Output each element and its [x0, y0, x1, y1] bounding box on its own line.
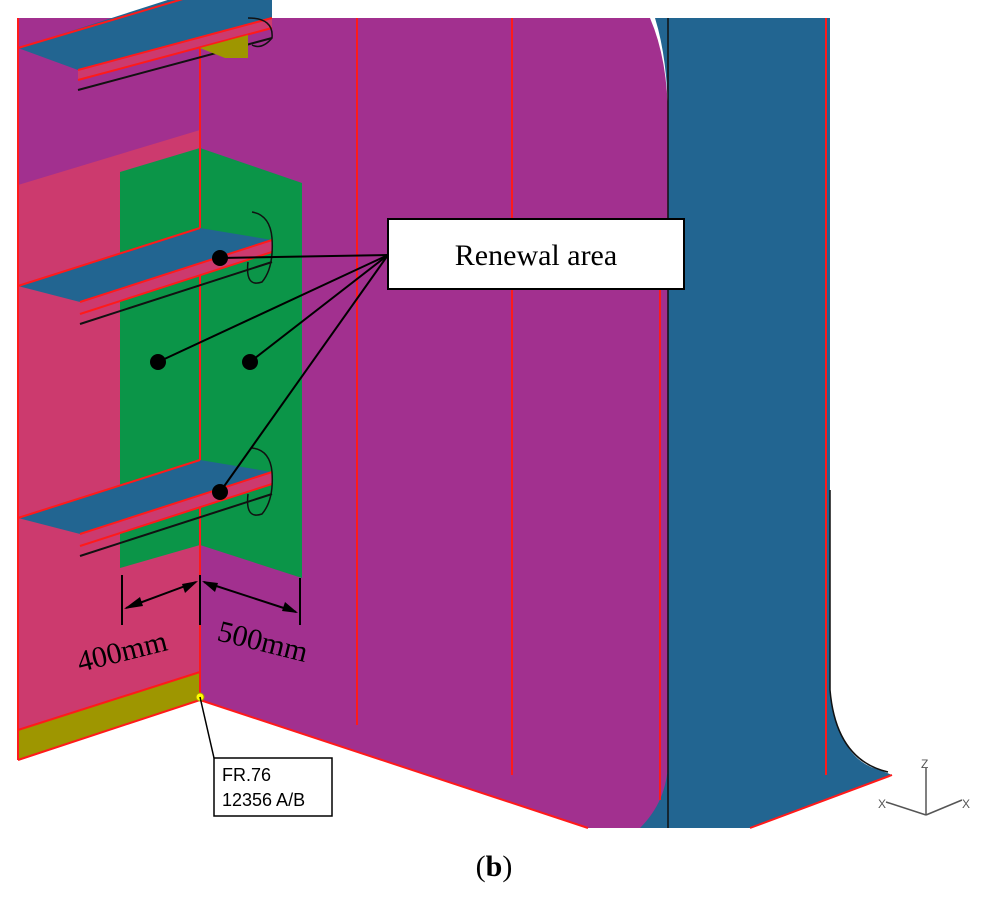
renewal-point-2 [150, 354, 166, 370]
frame-tag-box [213, 757, 333, 817]
scallop-cutout-lower [246, 447, 274, 516]
frame-tag-line1: FR.76 [222, 765, 271, 785]
blue-girder [640, 18, 892, 828]
renewal-point-1 [212, 250, 228, 266]
stiffener-top [17, 0, 273, 91]
renewal-area-label: Renewal area [455, 239, 617, 272]
olive-strip-edge [17, 671, 201, 731]
bulkhead-bottom-edge [199, 699, 589, 829]
plate-bottom-edge [17, 699, 201, 761]
dimension-500mm [202, 578, 301, 625]
renewal-point-4 [212, 484, 228, 500]
axis-x-label-left: X [878, 797, 886, 811]
figure-caption: (b) [0, 850, 988, 884]
dimension-400mm [121, 575, 201, 625]
girder-bottom-edge [749, 774, 893, 829]
caption-letter: b [485, 850, 503, 883]
axis-x-label: X [962, 797, 970, 811]
scallop-cutout-middle [246, 211, 274, 284]
frame-tag-line2: 12356 A/B [222, 790, 305, 810]
girder-flange-outline [829, 490, 889, 773]
renewal-point-3 [242, 354, 258, 370]
callout-leader-lines [157, 254, 389, 493]
frame-tag-leader [199, 696, 215, 759]
axis-triad [885, 768, 963, 816]
caption-close: ) [502, 850, 513, 883]
olive-bottom-strip [18, 672, 200, 760]
renewal-area-callout-box [387, 218, 685, 290]
caption-open: ( [475, 850, 486, 883]
axis-z-label: Z [921, 757, 928, 771]
